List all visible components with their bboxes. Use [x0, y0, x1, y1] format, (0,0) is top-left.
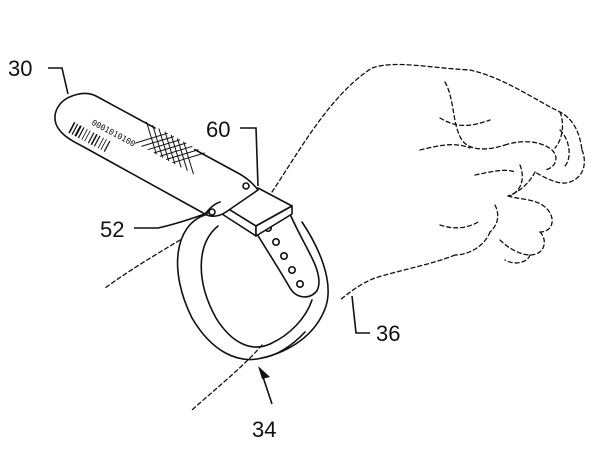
barcode-bar: [103, 140, 111, 152]
connector-pin: [242, 182, 250, 190]
label-clasp: 60: [206, 117, 230, 142]
reference-labels: 30 60 52 36 34: [8, 56, 400, 442]
leader-60: [240, 127, 259, 187]
crosshatch-line: [172, 152, 205, 164]
barcode-bar: [81, 128, 88, 140]
barcode-bar: [93, 135, 101, 147]
label-tag: 30: [8, 56, 32, 81]
strap-hole: [295, 279, 304, 288]
adjustment-strap: [249, 213, 320, 298]
strap-hole: [287, 265, 296, 274]
barcode-bar: [90, 133, 98, 146]
strap-hole: [271, 238, 280, 247]
barcode-bar: [68, 122, 76, 134]
leader-30: [48, 67, 69, 95]
leader-52: [134, 211, 211, 229]
crosshatch-line: [147, 139, 181, 151]
barcode-bar: [71, 123, 79, 135]
leader-34: [261, 373, 273, 405]
crosshatch-line: [135, 132, 168, 144]
arrow-34-icon: [258, 366, 270, 379]
barcode-bar: [84, 130, 91, 142]
barcode-bar: [87, 132, 95, 144]
crosshatch-line: [165, 149, 199, 161]
crosshatch-line: [153, 142, 187, 154]
leader-36: [351, 295, 370, 334]
crosshatch-line: [159, 145, 193, 157]
barcode-bar: [100, 139, 107, 151]
label-connector: 52: [100, 217, 124, 242]
strap-hole: [279, 252, 288, 261]
crosshatch-line: [141, 135, 175, 147]
label-wrist: 36: [376, 321, 400, 346]
barcode-bar: [74, 125, 82, 137]
id-tag: [54, 92, 259, 217]
label-band: 34: [252, 417, 276, 442]
wristband-loop: [176, 214, 329, 361]
barcode-bar: [77, 127, 85, 139]
leader-lines: [48, 67, 370, 405]
hand-outline: [104, 63, 585, 411]
crosshatch-patch: [135, 121, 205, 175]
barcode-bar: [97, 137, 105, 149]
